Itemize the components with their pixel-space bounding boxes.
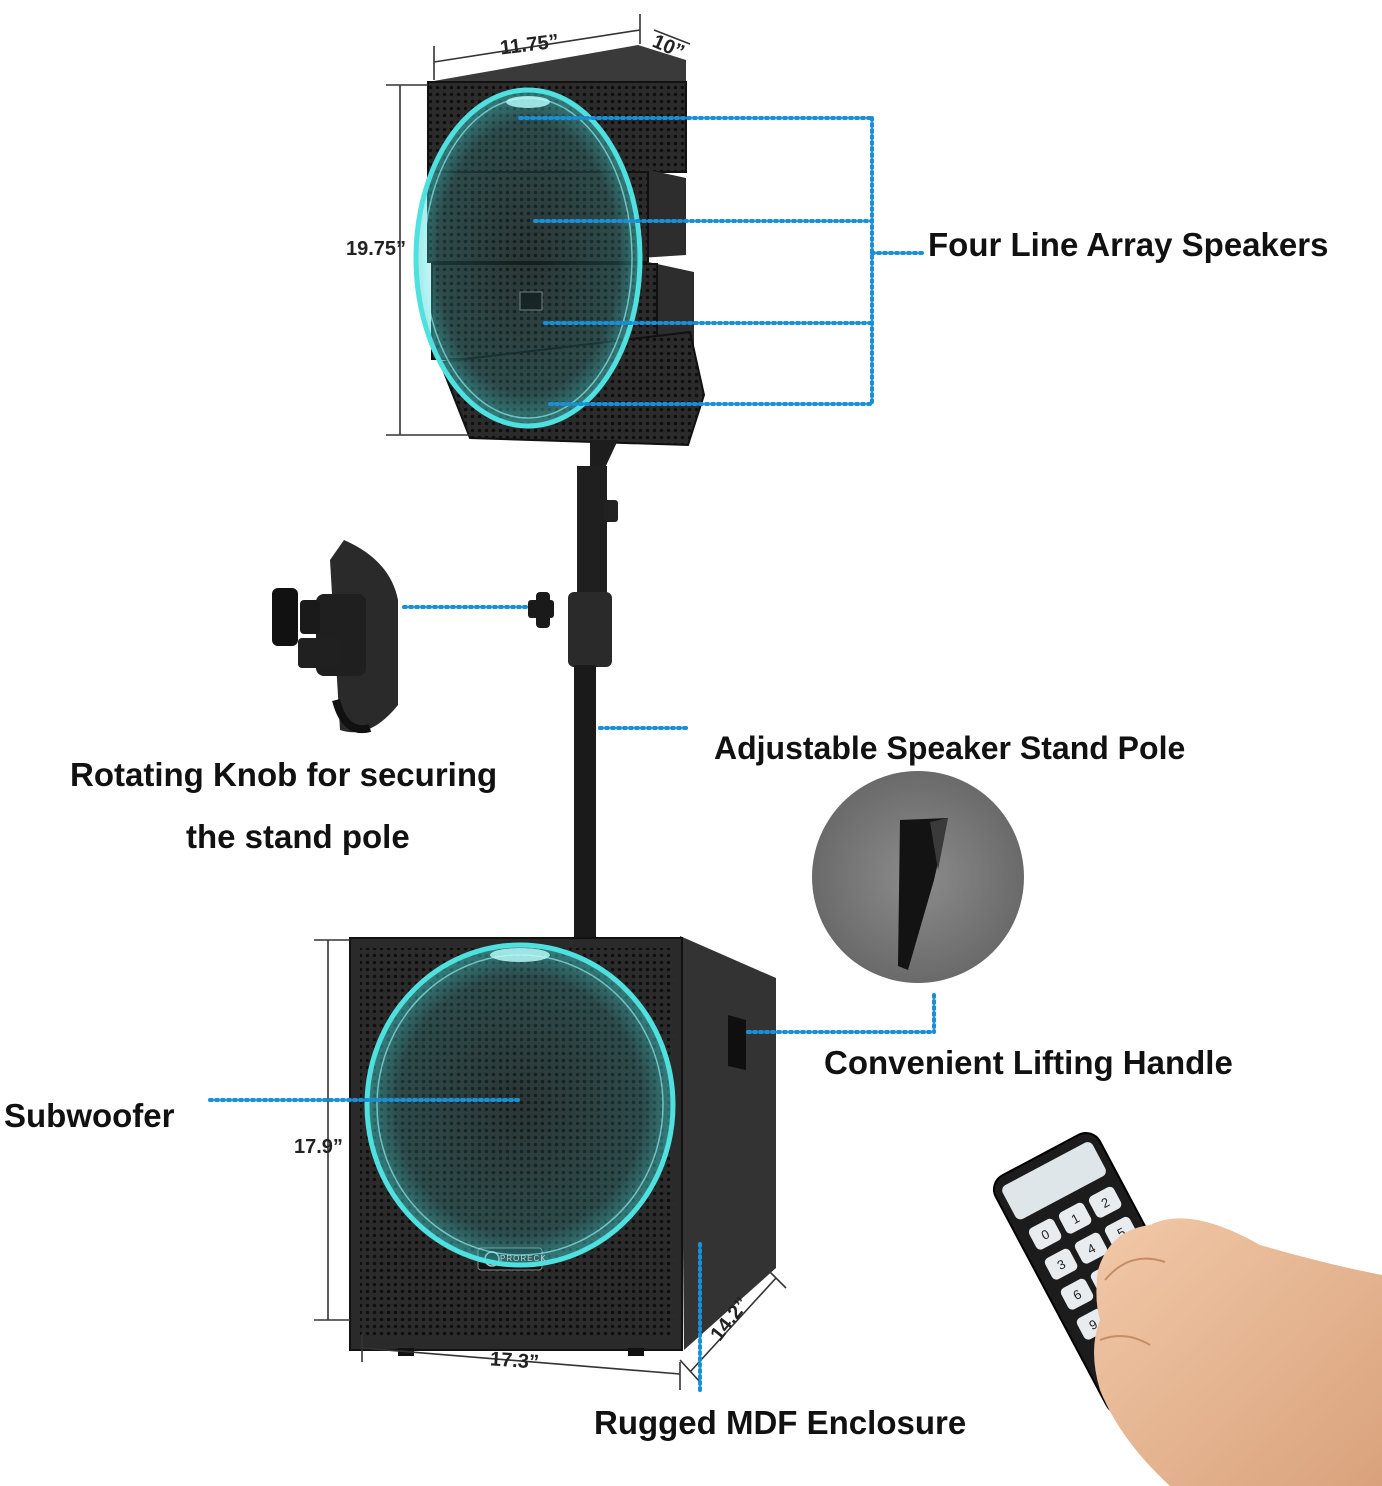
brand-logo: PRORECK [500, 1254, 547, 1263]
line-array-label: Four Line Array Speakers [928, 226, 1329, 263]
subwoofer-cabinet [349, 936, 776, 1356]
remote-key [1028, 1218, 1062, 1250]
knob-clamp-closeup [272, 540, 398, 734]
enclosure-label: Rugged MDF Enclosure [594, 1404, 967, 1441]
remote-key [1088, 1186, 1122, 1218]
remote-key [1060, 1278, 1094, 1310]
sub-width-dimension: 17.3” [489, 1348, 540, 1374]
remote-key [1044, 1248, 1078, 1280]
top-height-dimension: 19.75” [346, 238, 407, 260]
remote-key [1058, 1202, 1092, 1234]
callout-lines [208, 116, 936, 1394]
line-array-speaker [413, 45, 706, 447]
stand-pole [528, 440, 618, 945]
dimension-lines [314, 14, 787, 1390]
handle-label: Convenient Lifting Handle [824, 1044, 1233, 1081]
knob-label-line1: Rotating Knob for securing [70, 756, 498, 793]
stand-pole-label: Adjustable Speaker Stand Pole [714, 730, 1186, 766]
remote-in-hand: 0123456789VOL [992, 1132, 1382, 1486]
sub-height-dimension: 17.9” [294, 1136, 343, 1158]
knob-label-line2: the stand pole [186, 818, 410, 855]
subwoofer-label: Subwoofer [4, 1097, 175, 1134]
remote-key [1074, 1232, 1108, 1264]
handle-closeup [812, 771, 1024, 983]
